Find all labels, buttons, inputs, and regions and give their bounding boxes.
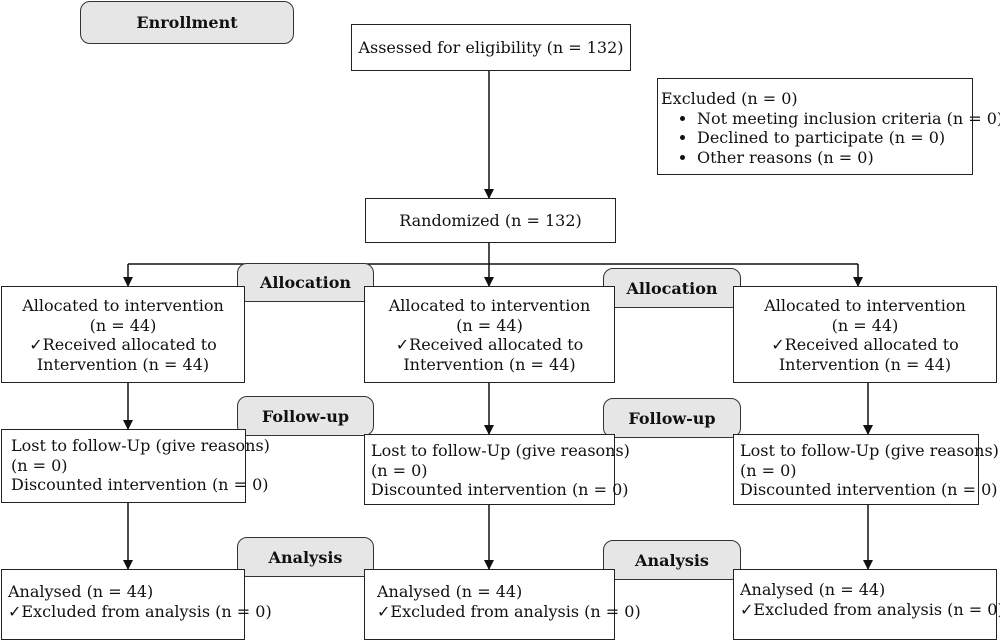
- allocation-label-text: Allocation: [626, 278, 718, 298]
- followup-label-right: Follow-up: [603, 398, 741, 438]
- followup-box-right: Lost to follow-Up (give reasons) (n = 0)…: [733, 434, 999, 505]
- allocation-label-text: Allocation: [259, 273, 352, 292]
- enrollment-label-text: Enrollment: [136, 13, 238, 32]
- followup-discontinued: Discounted intervention (n = 0): [740, 480, 998, 499]
- allocation-received: ✓Received allocated to: [395, 335, 584, 354]
- analysis-label-text: Analysis: [268, 547, 343, 567]
- allocation-count: (n = 44): [89, 315, 157, 335]
- analysis-excluded: ✓Excluded from analysis (n = 0): [377, 601, 641, 621]
- allocation-box-center: Allocated to intervention (n = 44) ✓Rece…: [364, 286, 615, 383]
- followup-label-text: Follow-up: [628, 408, 716, 428]
- excluded-item: Declined to participate (n = 0): [697, 128, 972, 148]
- excluded-item: Other reasons (n = 0): [697, 148, 972, 168]
- assessed-box: Assessed for eligibility (n = 132): [351, 24, 631, 71]
- allocation-received: ✓Received allocated to: [29, 335, 217, 354]
- analysis-excluded: ✓Excluded from analysis (n = 0): [740, 599, 1000, 619]
- excluded-title: Excluded (n = 0): [661, 89, 798, 108]
- enrollment-label: Enrollment: [80, 1, 294, 44]
- allocation-count: (n = 44): [831, 315, 899, 335]
- randomized-box: Randomized (n = 132): [365, 198, 616, 243]
- analysis-analysed: Analysed (n = 44): [8, 582, 154, 601]
- followup-lost-count: (n = 0): [740, 460, 797, 480]
- allocation-box-left: Allocated to intervention (n = 44) ✓Rece…: [1, 286, 245, 383]
- allocation-line: Allocated to intervention: [764, 296, 966, 315]
- randomized-text: Randomized (n = 132): [399, 210, 582, 230]
- assessed-text: Assessed for eligibility (n = 132): [358, 37, 624, 57]
- analysis-box-left: Analysed (n = 44) ✓Excluded from analysi…: [1, 569, 272, 640]
- excluded-box: Excluded (n = 0) Not meeting inclusion c…: [657, 78, 1000, 175]
- allocation-received-count: Intervention (n = 44): [778, 354, 952, 374]
- allocation-label-left: Allocation: [237, 263, 374, 302]
- allocation-line: Allocated to intervention: [388, 296, 591, 315]
- analysis-box-right: Analysed (n = 44) ✓Excluded from analysi…: [733, 569, 1000, 640]
- followup-lost: Lost to follow-Up (give reasons): [371, 441, 630, 460]
- allocation-label-right: Allocation: [603, 268, 741, 308]
- analysis-box-center: Analysed (n = 44) ✓Excluded from analysi…: [364, 569, 641, 640]
- analysis-label-left: Analysis: [237, 537, 374, 577]
- excluded-item: Not meeting inclusion criteria (n = 0): [697, 109, 1000, 129]
- analysis-label-right: Analysis: [603, 540, 741, 580]
- followup-lost: Lost to follow-Up (give reasons): [11, 436, 270, 455]
- followup-label-left: Follow-up: [237, 396, 374, 436]
- allocation-received-count: Intervention (n = 44): [403, 354, 576, 374]
- followup-lost: Lost to follow-Up (give reasons): [740, 441, 999, 460]
- followup-label-text: Follow-up: [261, 406, 350, 426]
- followup-lost-count: (n = 0): [371, 460, 428, 480]
- followup-box-center: Lost to follow-Up (give reasons) (n = 0)…: [364, 434, 630, 505]
- allocation-received-count: Intervention (n = 44): [36, 354, 210, 374]
- allocation-box-right: Allocated to intervention (n = 44) ✓Rece…: [733, 286, 997, 383]
- allocation-line: Allocated to intervention: [22, 296, 224, 315]
- followup-box-left: Lost to follow-Up (give reasons) (n = 0)…: [1, 429, 270, 503]
- followup-lost-count: (n = 0): [11, 455, 68, 475]
- excluded-list: Not meeting inclusion criteria (n = 0) D…: [661, 109, 1000, 168]
- followup-discontinued: Discounted intervention (n = 0): [11, 475, 269, 494]
- analysis-label-text: Analysis: [635, 550, 709, 570]
- allocation-received: ✓Received allocated to: [771, 335, 959, 354]
- analysis-excluded: ✓Excluded from analysis (n = 0): [8, 601, 272, 621]
- analysis-analysed: Analysed (n = 44): [740, 580, 886, 599]
- analysis-analysed: Analysed (n = 44): [377, 582, 523, 601]
- allocation-count: (n = 44): [456, 315, 523, 335]
- followup-discontinued: Discounted intervention (n = 0): [371, 480, 629, 499]
